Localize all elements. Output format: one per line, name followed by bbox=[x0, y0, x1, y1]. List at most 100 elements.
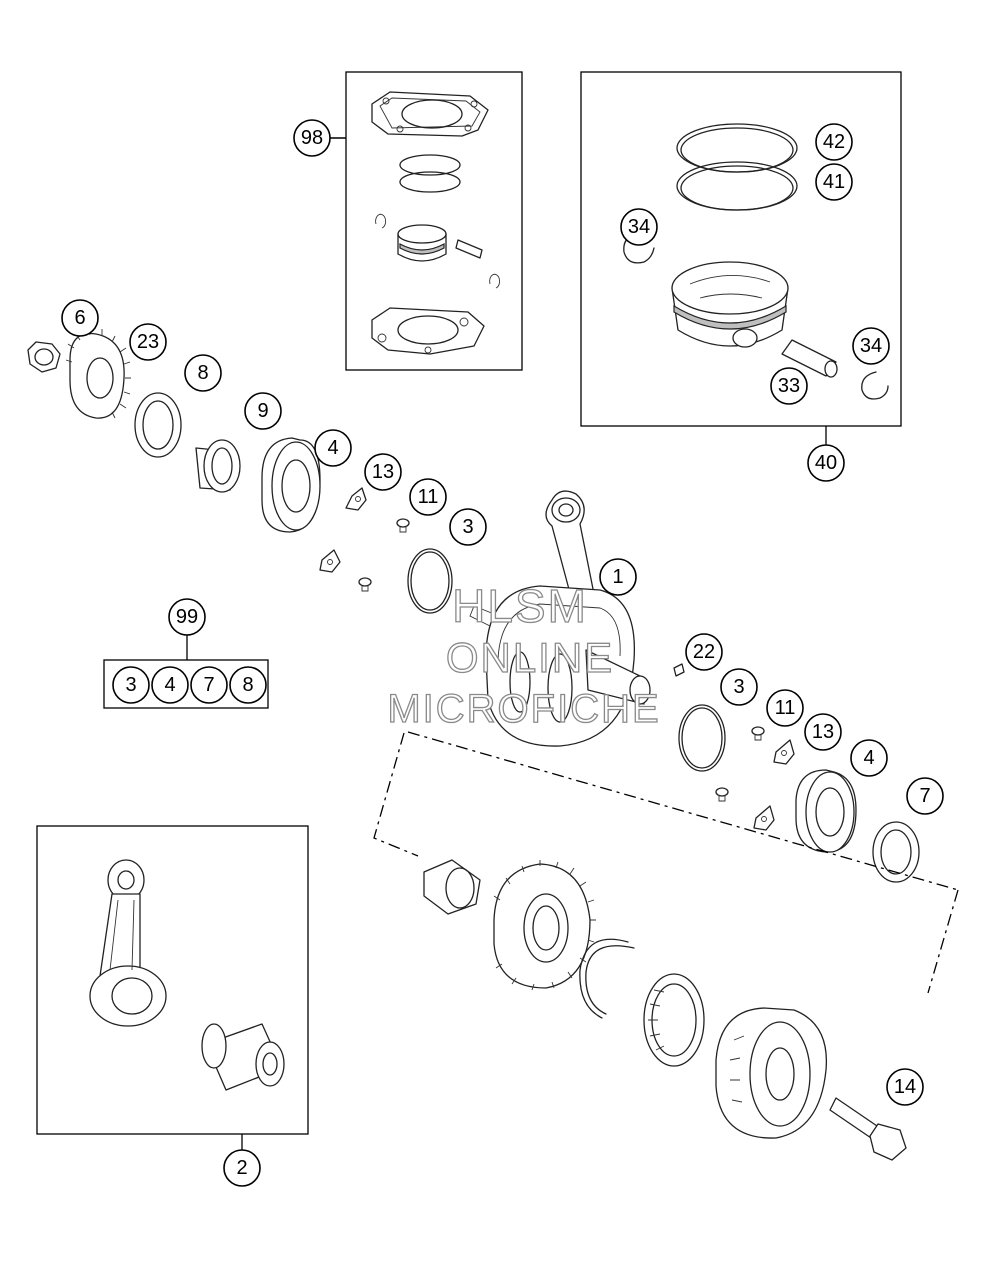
svg-text:40: 40 bbox=[815, 452, 837, 474]
circlip-34-right bbox=[861, 371, 889, 400]
callout-14[interactable]: 14 bbox=[886, 1068, 924, 1106]
svg-text:4: 4 bbox=[327, 437, 338, 459]
kit-2-frame bbox=[36, 825, 309, 1135]
starter-gear bbox=[493, 860, 596, 991]
shim-3-right bbox=[678, 704, 726, 772]
svg-text:4: 4 bbox=[863, 747, 874, 769]
callout-2[interactable]: 2 bbox=[223, 1149, 261, 1187]
freewheel-sprag bbox=[643, 973, 705, 1067]
seal-ring-7 bbox=[872, 821, 920, 883]
plate-13-lower bbox=[319, 549, 341, 573]
pin-22 bbox=[673, 663, 685, 677]
callout-1[interactable]: 1 bbox=[599, 558, 637, 596]
screw-11-lower bbox=[358, 577, 372, 592]
cylinder-head-gasket bbox=[371, 91, 489, 137]
plate-13-right-lower bbox=[753, 805, 775, 831]
callout-3-left[interactable]: 3 bbox=[449, 508, 487, 546]
screw-11-upper bbox=[396, 518, 410, 533]
kit-99-frame bbox=[103, 659, 269, 709]
needle-bearing bbox=[423, 859, 481, 915]
callout-11-left[interactable]: 11 bbox=[409, 478, 447, 516]
freewheel-group-outline bbox=[373, 732, 419, 857]
svg-text:7: 7 bbox=[919, 785, 930, 807]
svg-text:14: 14 bbox=[894, 1076, 916, 1098]
svg-text:98: 98 bbox=[301, 127, 323, 149]
bolt-14 bbox=[829, 1097, 907, 1161]
screw-11-right-lower bbox=[715, 787, 729, 802]
callout-4-left[interactable]: 4 bbox=[314, 429, 352, 467]
callout-34-right[interactable]: 34 bbox=[852, 327, 890, 365]
svg-text:22: 22 bbox=[693, 641, 715, 663]
callout-41[interactable]: 41 bbox=[815, 163, 853, 201]
callout-23[interactable]: 23 bbox=[129, 323, 167, 361]
cylinder-base-gasket bbox=[371, 307, 485, 355]
watermark: HLSM ONLINE MICROFICHE bbox=[387, 579, 660, 731]
callout-6[interactable]: 6 bbox=[61, 299, 99, 337]
callout-22[interactable]: 22 bbox=[685, 633, 723, 671]
kit-99-item-4[interactable]: 4 bbox=[151, 666, 189, 704]
svg-text:42: 42 bbox=[823, 131, 845, 153]
gear-23 bbox=[65, 327, 131, 419]
watermark-line-2: ONLINE bbox=[446, 634, 614, 681]
bearing-4-right bbox=[795, 769, 857, 853]
piston-small bbox=[375, 213, 501, 289]
screw-11-right-upper bbox=[751, 726, 765, 741]
callout-7[interactable]: 7 bbox=[906, 777, 944, 815]
callout-34-left[interactable]: 34 bbox=[620, 208, 658, 246]
piston-ring-set-small bbox=[399, 154, 461, 193]
svg-text:23: 23 bbox=[137, 331, 159, 353]
crankshaft bbox=[469, 490, 651, 747]
kit-40-frame bbox=[580, 71, 902, 427]
callout-13-right[interactable]: 13 bbox=[804, 713, 842, 751]
svg-text:34: 34 bbox=[860, 335, 882, 357]
callout-8[interactable]: 8 bbox=[184, 354, 222, 392]
svg-text:6: 6 bbox=[74, 307, 85, 329]
connecting-rod bbox=[89, 859, 167, 1027]
piston-pin bbox=[781, 339, 838, 378]
kit-99-item-8[interactable]: 8 bbox=[229, 666, 267, 704]
watermark-line-3: MICROFICHE bbox=[387, 687, 660, 731]
freewheel-housing bbox=[715, 1007, 828, 1139]
svg-text:4: 4 bbox=[164, 674, 175, 696]
callout-13-left[interactable]: 13 bbox=[364, 453, 402, 491]
svg-text:3: 3 bbox=[733, 676, 744, 698]
svg-text:2: 2 bbox=[236, 1157, 247, 1179]
piston-ring-lower bbox=[676, 161, 798, 211]
shim-3-left bbox=[407, 548, 453, 614]
callout-9[interactable]: 9 bbox=[244, 392, 282, 430]
svg-text:99: 99 bbox=[176, 606, 198, 628]
svg-text:13: 13 bbox=[812, 721, 834, 743]
svg-text:13: 13 bbox=[372, 461, 394, 483]
callout-98[interactable]: 98 bbox=[293, 119, 331, 157]
svg-text:33: 33 bbox=[778, 375, 800, 397]
svg-text:1: 1 bbox=[612, 566, 623, 588]
svg-text:8: 8 bbox=[242, 674, 253, 696]
svg-text:3: 3 bbox=[462, 516, 473, 538]
svg-text:9: 9 bbox=[257, 400, 268, 422]
callout-4-right[interactable]: 4 bbox=[850, 739, 888, 777]
callout-40[interactable]: 40 bbox=[807, 444, 845, 482]
svg-text:11: 11 bbox=[418, 486, 439, 508]
svg-text:8: 8 bbox=[197, 362, 208, 384]
seal-ring-8 bbox=[134, 392, 182, 458]
kit-99-item-7[interactable]: 7 bbox=[190, 666, 228, 704]
watermark-line-1: HLSM bbox=[452, 580, 588, 632]
piston bbox=[671, 261, 789, 348]
bearing-4-left bbox=[261, 437, 321, 533]
callout-3-right[interactable]: 3 bbox=[720, 668, 758, 706]
callout-11-right[interactable]: 11 bbox=[766, 689, 804, 727]
snap-ring bbox=[579, 938, 635, 1019]
svg-text:3: 3 bbox=[125, 674, 136, 696]
svg-text:41: 41 bbox=[823, 171, 845, 193]
svg-text:34: 34 bbox=[628, 216, 650, 238]
kit-98-frame bbox=[345, 71, 523, 371]
kit-99-item-3[interactable]: 3 bbox=[112, 666, 150, 704]
plate-13-upper bbox=[345, 487, 367, 511]
callout-99[interactable]: 99 bbox=[168, 598, 206, 636]
callout-33[interactable]: 33 bbox=[770, 367, 808, 405]
piston-ring-upper bbox=[676, 123, 798, 173]
callout-42[interactable]: 42 bbox=[815, 123, 853, 161]
sleeve-9 bbox=[195, 439, 241, 493]
plate-13-right-upper bbox=[773, 739, 795, 765]
